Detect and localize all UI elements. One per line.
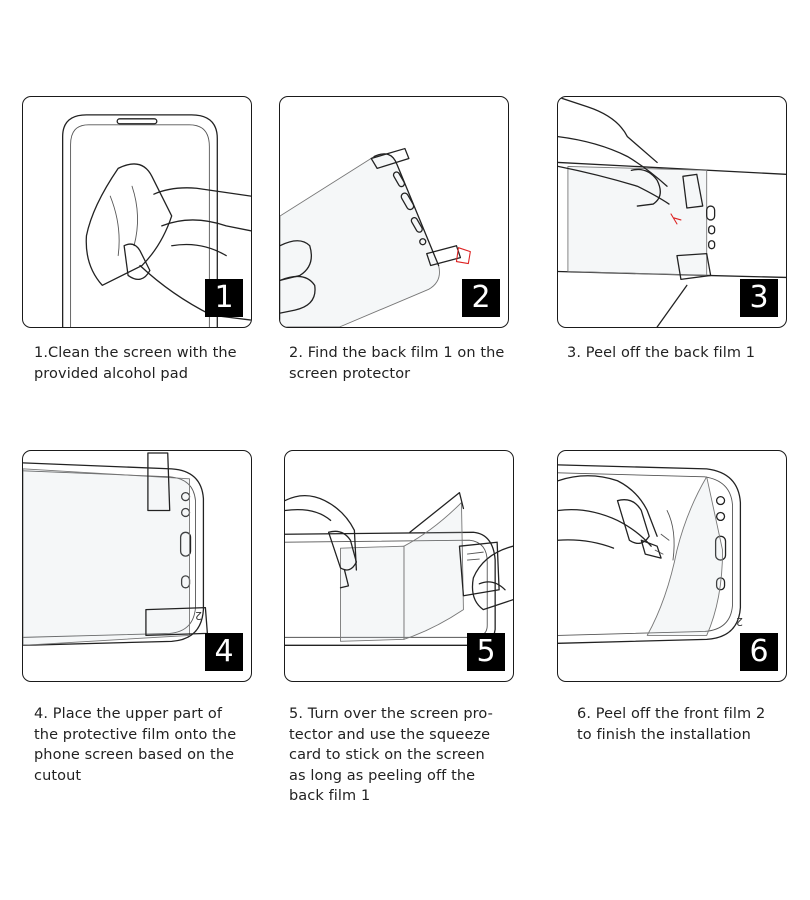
- step-5-panel: 5: [284, 450, 514, 682]
- step-4-panel: 2 4: [22, 450, 252, 682]
- find-back-film-illustration: [280, 147, 471, 327]
- step-number-badge: 6: [740, 633, 778, 671]
- peel-back-film-illustration: [558, 97, 786, 327]
- step-number-badge: 4: [205, 633, 243, 671]
- step-number-badge: 1: [205, 279, 243, 317]
- place-film-illustration: [23, 452, 209, 646]
- step-5-caption: 5. Turn over the screen pro- tector and …: [289, 706, 493, 805]
- step-number-badge: 2: [462, 279, 500, 317]
- step-2-panel: 2: [279, 96, 509, 328]
- step-3-panel: 3: [557, 96, 787, 328]
- step-number-badge: 3: [740, 279, 778, 317]
- squeeze-card-illustration: [285, 491, 513, 646]
- step-6-panel: 2 6: [557, 450, 787, 682]
- step-6-caption: 6. Peel off the front film 2 to finish t…: [577, 706, 766, 743]
- film-tab-label: 2: [736, 615, 743, 628]
- step-3-caption: 3. Peel off the back film 1: [567, 345, 756, 361]
- film-tab-label: 2: [195, 609, 202, 622]
- step-4-caption: 4. Place the upper part of the protectiv…: [34, 706, 237, 784]
- step-number-badge: 5: [467, 633, 505, 671]
- step-2-caption: 2. Find the back film 1 on the screen pr…: [289, 345, 505, 382]
- step-1-panel: 1: [22, 96, 252, 328]
- step-1-caption: 1.Clean the screen with the provided alc…: [34, 345, 237, 382]
- peel-front-film-illustration: [558, 464, 742, 644]
